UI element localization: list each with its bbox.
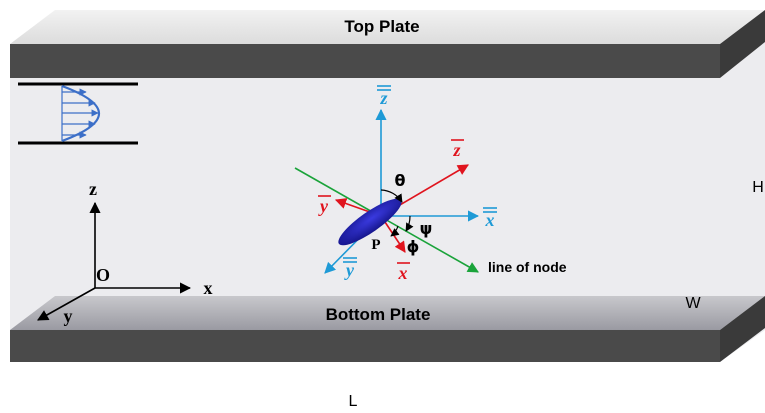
lab-y-label: y xyxy=(344,260,355,280)
lab-z-label-group: z xyxy=(377,85,391,108)
lab-x-label-group: x xyxy=(483,207,497,230)
origin-label: O xyxy=(96,265,110,285)
body-y-label: y xyxy=(318,196,329,216)
bottom-plate-front xyxy=(10,330,720,362)
lab-y-label-group: y xyxy=(343,257,357,280)
bottom-plate-label: Bottom Plate xyxy=(326,305,431,324)
global-x-label: x xyxy=(204,278,213,298)
top-plate-label: Top Plate xyxy=(344,17,419,36)
phi-arc xyxy=(390,225,400,237)
top-plate-front xyxy=(10,44,720,78)
body-z-label-group: z xyxy=(451,139,464,160)
body-x-label-group: x xyxy=(397,262,410,283)
particle-frame: line of node θ ψ ϕ P z x xyxy=(294,85,567,283)
theta-label: θ xyxy=(395,171,406,190)
bottom-plate-face xyxy=(10,296,765,330)
top-plate-side xyxy=(720,10,765,78)
theta-arc xyxy=(380,189,403,203)
global-y-axis xyxy=(37,287,96,321)
top-plate-face xyxy=(10,10,765,44)
lab-z-label: z xyxy=(379,88,387,108)
flow-profile-inset xyxy=(18,82,138,145)
global-coordinate-frame: z x y O xyxy=(37,179,213,326)
global-y-label: y xyxy=(64,306,73,326)
lab-x-label: x xyxy=(485,210,495,230)
bottom-plate-side xyxy=(720,296,765,362)
psi-arc xyxy=(405,215,414,232)
body-z-label: z xyxy=(452,140,460,160)
dimension-h-label: H xyxy=(752,179,764,196)
dimension-l-label: L xyxy=(349,393,358,410)
psi-label: ψ xyxy=(420,219,433,238)
ellipsoid-particle xyxy=(338,198,402,246)
phi-label: ϕ xyxy=(407,237,420,256)
dimension-w-label: W xyxy=(685,295,701,312)
line-of-node-label: line of node xyxy=(488,259,567,275)
particle-center-label: P xyxy=(371,237,380,253)
body-x-label: x xyxy=(398,263,408,283)
body-y-label-group: y xyxy=(318,195,331,216)
global-z-label: z xyxy=(89,179,97,199)
